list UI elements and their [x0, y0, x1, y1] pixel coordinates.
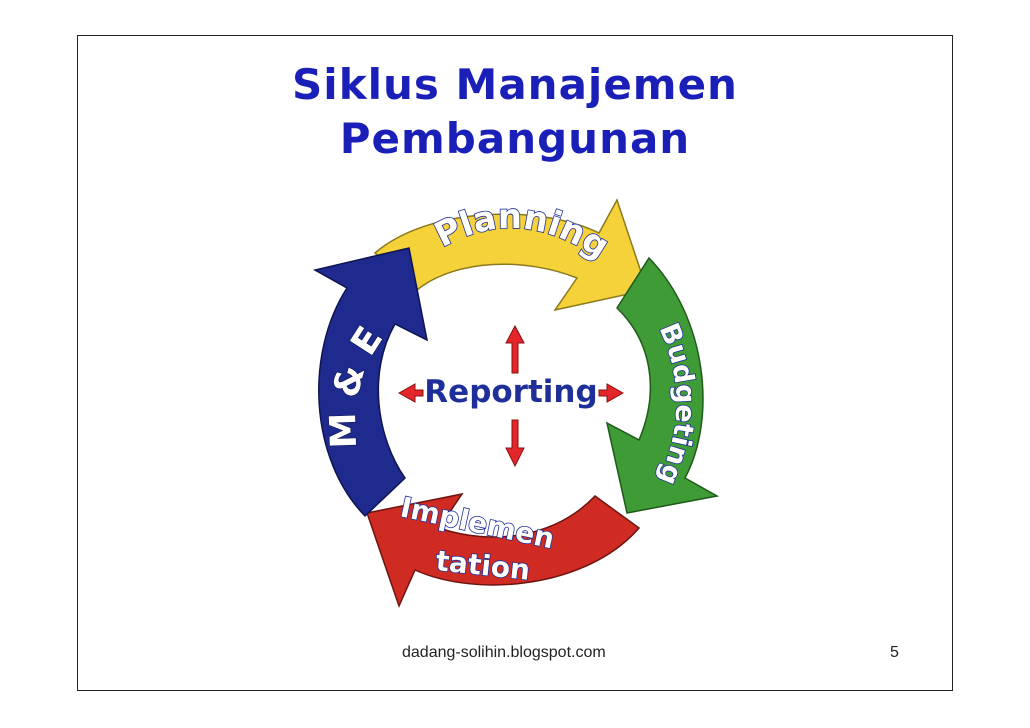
center-arrows-icon	[397, 324, 625, 468]
budgeting-arrow	[605, 256, 720, 514]
title-line-1: Siklus Manajemen	[292, 60, 738, 109]
me-arrow	[312, 247, 429, 518]
footer-source: dadang-solihin.blogspot.com	[402, 644, 606, 661]
management-cycle-diagram: Planning Budgeting M & E Implemen tation…	[312, 196, 720, 609]
slide-frame	[77, 35, 953, 691]
title-line-2: Pembangunan	[339, 114, 691, 163]
page-number: 5	[890, 644, 899, 661]
planning-arrow	[373, 198, 648, 312]
reporting-label: Reporting	[424, 374, 597, 410]
implementation-arrow	[366, 492, 641, 609]
slide-title: Siklus Manajemen Pembangunan	[0, 58, 1030, 166]
